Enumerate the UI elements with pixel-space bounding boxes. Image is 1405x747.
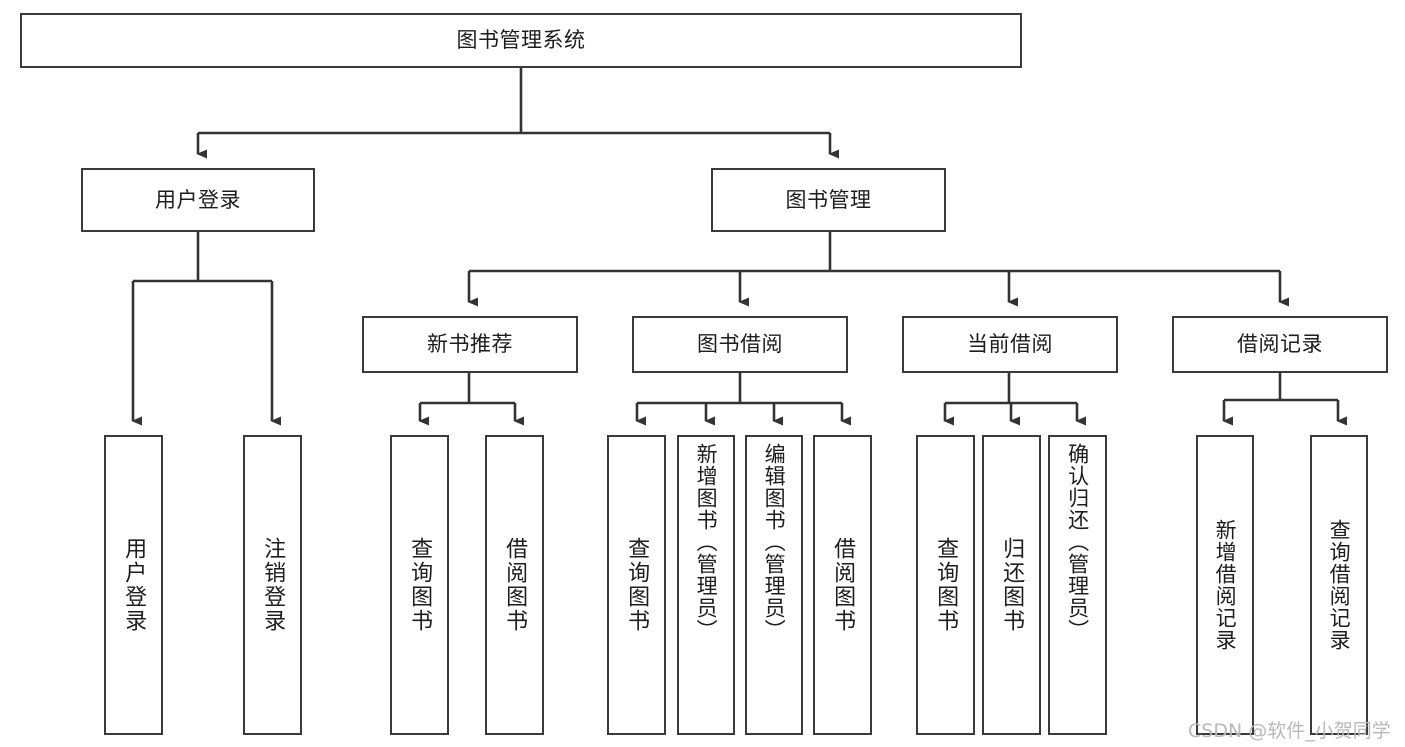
node-label: 用户登录 bbox=[155, 187, 241, 212]
node-label: 查询图书 bbox=[933, 537, 959, 633]
node-book-management-system[interactable]: 图书管理系统 bbox=[20, 13, 1022, 68]
node-label: 借阅图书 bbox=[502, 537, 528, 633]
node-label: 查询图书 bbox=[624, 537, 650, 633]
leaf-confirm-return[interactable]: 确认归还（管理员） bbox=[1048, 435, 1107, 735]
node-label: 注销登录 bbox=[260, 537, 286, 633]
node-book-management[interactable]: 图书管理 bbox=[711, 168, 946, 232]
node-label: 新增图书（管理员） bbox=[694, 443, 719, 641]
leaf-add-record[interactable]: 新增借阅记录 bbox=[1196, 435, 1254, 735]
leaf-query-record[interactable]: 查询借阅记录 bbox=[1310, 435, 1368, 735]
leaf-edit-book[interactable]: 编辑图书（管理员） bbox=[745, 435, 803, 735]
leaf-logout-login[interactable]: 注销登录 bbox=[243, 435, 302, 735]
leaf-return-book[interactable]: 归还图书 bbox=[982, 435, 1041, 735]
node-label: 查询图书 bbox=[407, 537, 433, 633]
leaf-user-login[interactable]: 用户登录 bbox=[104, 435, 163, 735]
node-label: 用户登录 bbox=[121, 537, 147, 633]
leaf-borrow-book-2[interactable]: 借阅图书 bbox=[813, 435, 872, 735]
node-current-borrow[interactable]: 当前借阅 bbox=[902, 316, 1118, 373]
leaf-query-book-2[interactable]: 查询图书 bbox=[607, 435, 666, 735]
csdn-watermark: CSDN @软件_小贺同学 bbox=[1188, 720, 1391, 742]
node-label: 归还图书 bbox=[999, 537, 1025, 633]
node-new-book-recommend[interactable]: 新书推荐 bbox=[362, 316, 578, 373]
node-label: 确认归还（管理员） bbox=[1065, 443, 1090, 641]
leaf-query-book-1[interactable]: 查询图书 bbox=[390, 435, 449, 735]
node-label: 借阅图书 bbox=[830, 537, 856, 633]
node-borrow-record[interactable]: 借阅记录 bbox=[1172, 316, 1388, 373]
node-user-login[interactable]: 用户登录 bbox=[81, 168, 315, 232]
leaf-borrow-book-1[interactable]: 借阅图书 bbox=[485, 435, 544, 735]
node-label: 当前借阅 bbox=[967, 332, 1053, 357]
node-book-borrow[interactable]: 图书借阅 bbox=[632, 316, 848, 373]
node-label: 新增借阅记录 bbox=[1213, 519, 1238, 651]
node-label: 借阅记录 bbox=[1237, 332, 1323, 357]
node-label: 图书管理 bbox=[785, 187, 872, 212]
node-label: 图书管理系统 bbox=[456, 28, 586, 53]
node-label: 新书推荐 bbox=[427, 332, 513, 357]
leaf-add-book[interactable]: 新增图书（管理员） bbox=[677, 435, 735, 735]
node-label: 图书借阅 bbox=[697, 332, 783, 357]
leaf-query-book-3[interactable]: 查询图书 bbox=[916, 435, 975, 735]
node-label: 编辑图书（管理员） bbox=[762, 443, 787, 641]
node-label: 查询借阅记录 bbox=[1327, 519, 1352, 651]
